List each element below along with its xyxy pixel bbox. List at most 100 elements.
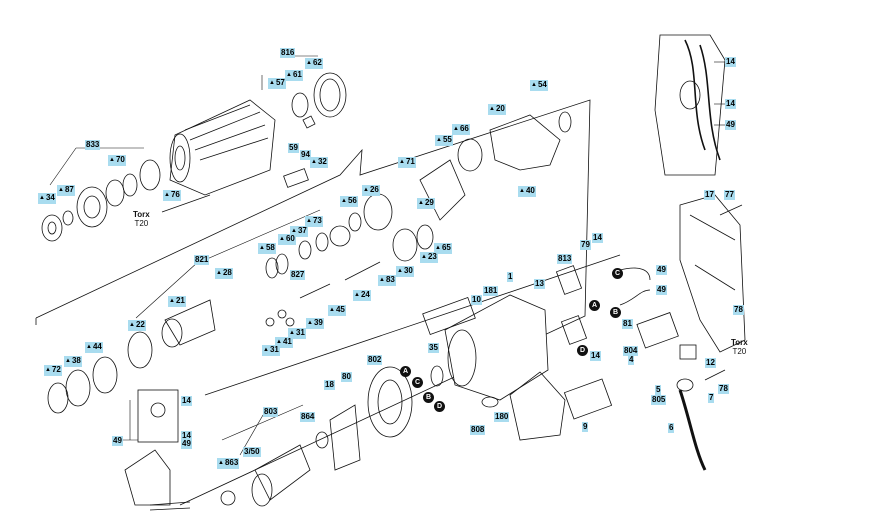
- screw-76: [161, 194, 211, 213]
- part-label-54: 54: [530, 80, 548, 91]
- ring-62-inner: [319, 78, 341, 112]
- part-label-22: 22: [128, 320, 146, 331]
- part-label-181: 181: [483, 286, 499, 296]
- connector-badge-B1: B: [423, 392, 434, 403]
- ring-70: [105, 179, 125, 207]
- part-label-80: 80: [341, 372, 352, 382]
- part-label-29: 29: [417, 198, 435, 209]
- part-label-58: 58: [258, 243, 276, 254]
- fan-18: [329, 404, 361, 471]
- part-label-45: 45: [328, 305, 346, 316]
- part-label-6: 6: [668, 423, 675, 433]
- ring-58: [265, 257, 279, 279]
- armature-350-end: [251, 473, 273, 507]
- torx-size: T20: [134, 219, 149, 228]
- spindle-21-end: [161, 318, 183, 348]
- torx-title: Torx: [731, 338, 748, 347]
- part-label-44: 44: [85, 342, 103, 353]
- part-label-71: 71: [398, 157, 416, 168]
- part-label-350: 3/50: [243, 447, 261, 457]
- connector-badge-C1: C: [412, 377, 423, 388]
- ring-37: [298, 240, 312, 260]
- part-label-864: 864: [300, 412, 316, 422]
- part-label-20: 20: [488, 104, 506, 115]
- part-label-60: 60: [278, 234, 296, 245]
- part-label-1: 1: [507, 272, 514, 282]
- ring-66: [457, 138, 483, 172]
- part-label-5: 5: [655, 385, 662, 395]
- ring-a: [122, 173, 138, 197]
- screw-77: [719, 204, 743, 216]
- ring-61: [291, 92, 309, 118]
- sleeve-833: [76, 186, 108, 228]
- part-label-805: 805: [651, 395, 667, 405]
- brush-holder-b: [560, 315, 588, 345]
- label-10: [422, 296, 476, 336]
- spindle-21: [164, 299, 216, 346]
- part-label-49c: 49: [725, 120, 736, 130]
- part-label-39: 39: [306, 318, 324, 329]
- ring-56: [348, 212, 362, 232]
- screw-78: [704, 369, 726, 381]
- washer-41: [285, 317, 295, 327]
- spring-44: [92, 356, 118, 394]
- part-label-14a: 14: [592, 233, 603, 243]
- part-label-70: 70: [108, 155, 126, 166]
- connector-badge-D2: D: [577, 345, 588, 356]
- part-label-32: 32: [310, 157, 328, 168]
- washer-87: [62, 210, 74, 226]
- part-label-26: 26: [362, 185, 380, 196]
- cable-6: [678, 389, 707, 471]
- clip-57: [302, 115, 316, 129]
- nut-34: [41, 214, 63, 242]
- wire-49b: [619, 289, 651, 306]
- part-label-31b: 31: [262, 345, 280, 356]
- part-label-17: 17: [704, 190, 715, 200]
- gasket-71: [419, 159, 466, 221]
- part-label-87: 87: [57, 185, 75, 196]
- ring-58b: [275, 253, 289, 275]
- disc-180: [481, 396, 499, 408]
- part-label-59: 59: [288, 143, 299, 153]
- part-label-40: 40: [518, 186, 536, 197]
- part-label-14e: 14: [725, 57, 736, 67]
- upper-frame: [35, 99, 591, 506]
- gear-22: [127, 331, 153, 369]
- bearing-863: [220, 490, 236, 506]
- part-label-7: 7: [708, 393, 715, 403]
- part-label-813: 813: [557, 254, 573, 264]
- part-label-78b: 78: [718, 384, 729, 394]
- seal-54: [558, 111, 572, 133]
- part-label-21: 21: [168, 296, 186, 307]
- shaft-24: [344, 261, 381, 281]
- handle-detail: [654, 34, 726, 176]
- part-label-863: 863: [217, 458, 240, 469]
- part-label-78a: 78: [733, 305, 744, 315]
- connector-badge-B2: B: [610, 307, 621, 318]
- gear-23: [392, 228, 418, 262]
- armature-350: [254, 444, 311, 501]
- part-label-180: 180: [494, 412, 510, 422]
- ring-73: [315, 232, 329, 252]
- torx-title: Torx: [133, 210, 150, 219]
- part-label-72: 72: [44, 365, 62, 376]
- motor-housing-1: [444, 294, 549, 401]
- ring-62: [313, 72, 347, 118]
- housing-20: [489, 114, 561, 171]
- part-label-73: 73: [305, 216, 323, 227]
- stator-802: [367, 366, 413, 438]
- washer-31a: [277, 309, 287, 319]
- part-label-14d: 14: [181, 431, 192, 441]
- part-label-24: 24: [353, 290, 371, 301]
- part-label-833: 833: [85, 140, 101, 150]
- part-label-14f: 14: [725, 99, 736, 109]
- part-label-49e: 49: [656, 285, 667, 295]
- connector-badge-A1: A: [400, 366, 411, 377]
- part-label-31a: 31: [288, 328, 306, 339]
- part-label-83: 83: [378, 275, 396, 286]
- part-label-35: 35: [428, 343, 439, 353]
- ring-35: [430, 365, 444, 387]
